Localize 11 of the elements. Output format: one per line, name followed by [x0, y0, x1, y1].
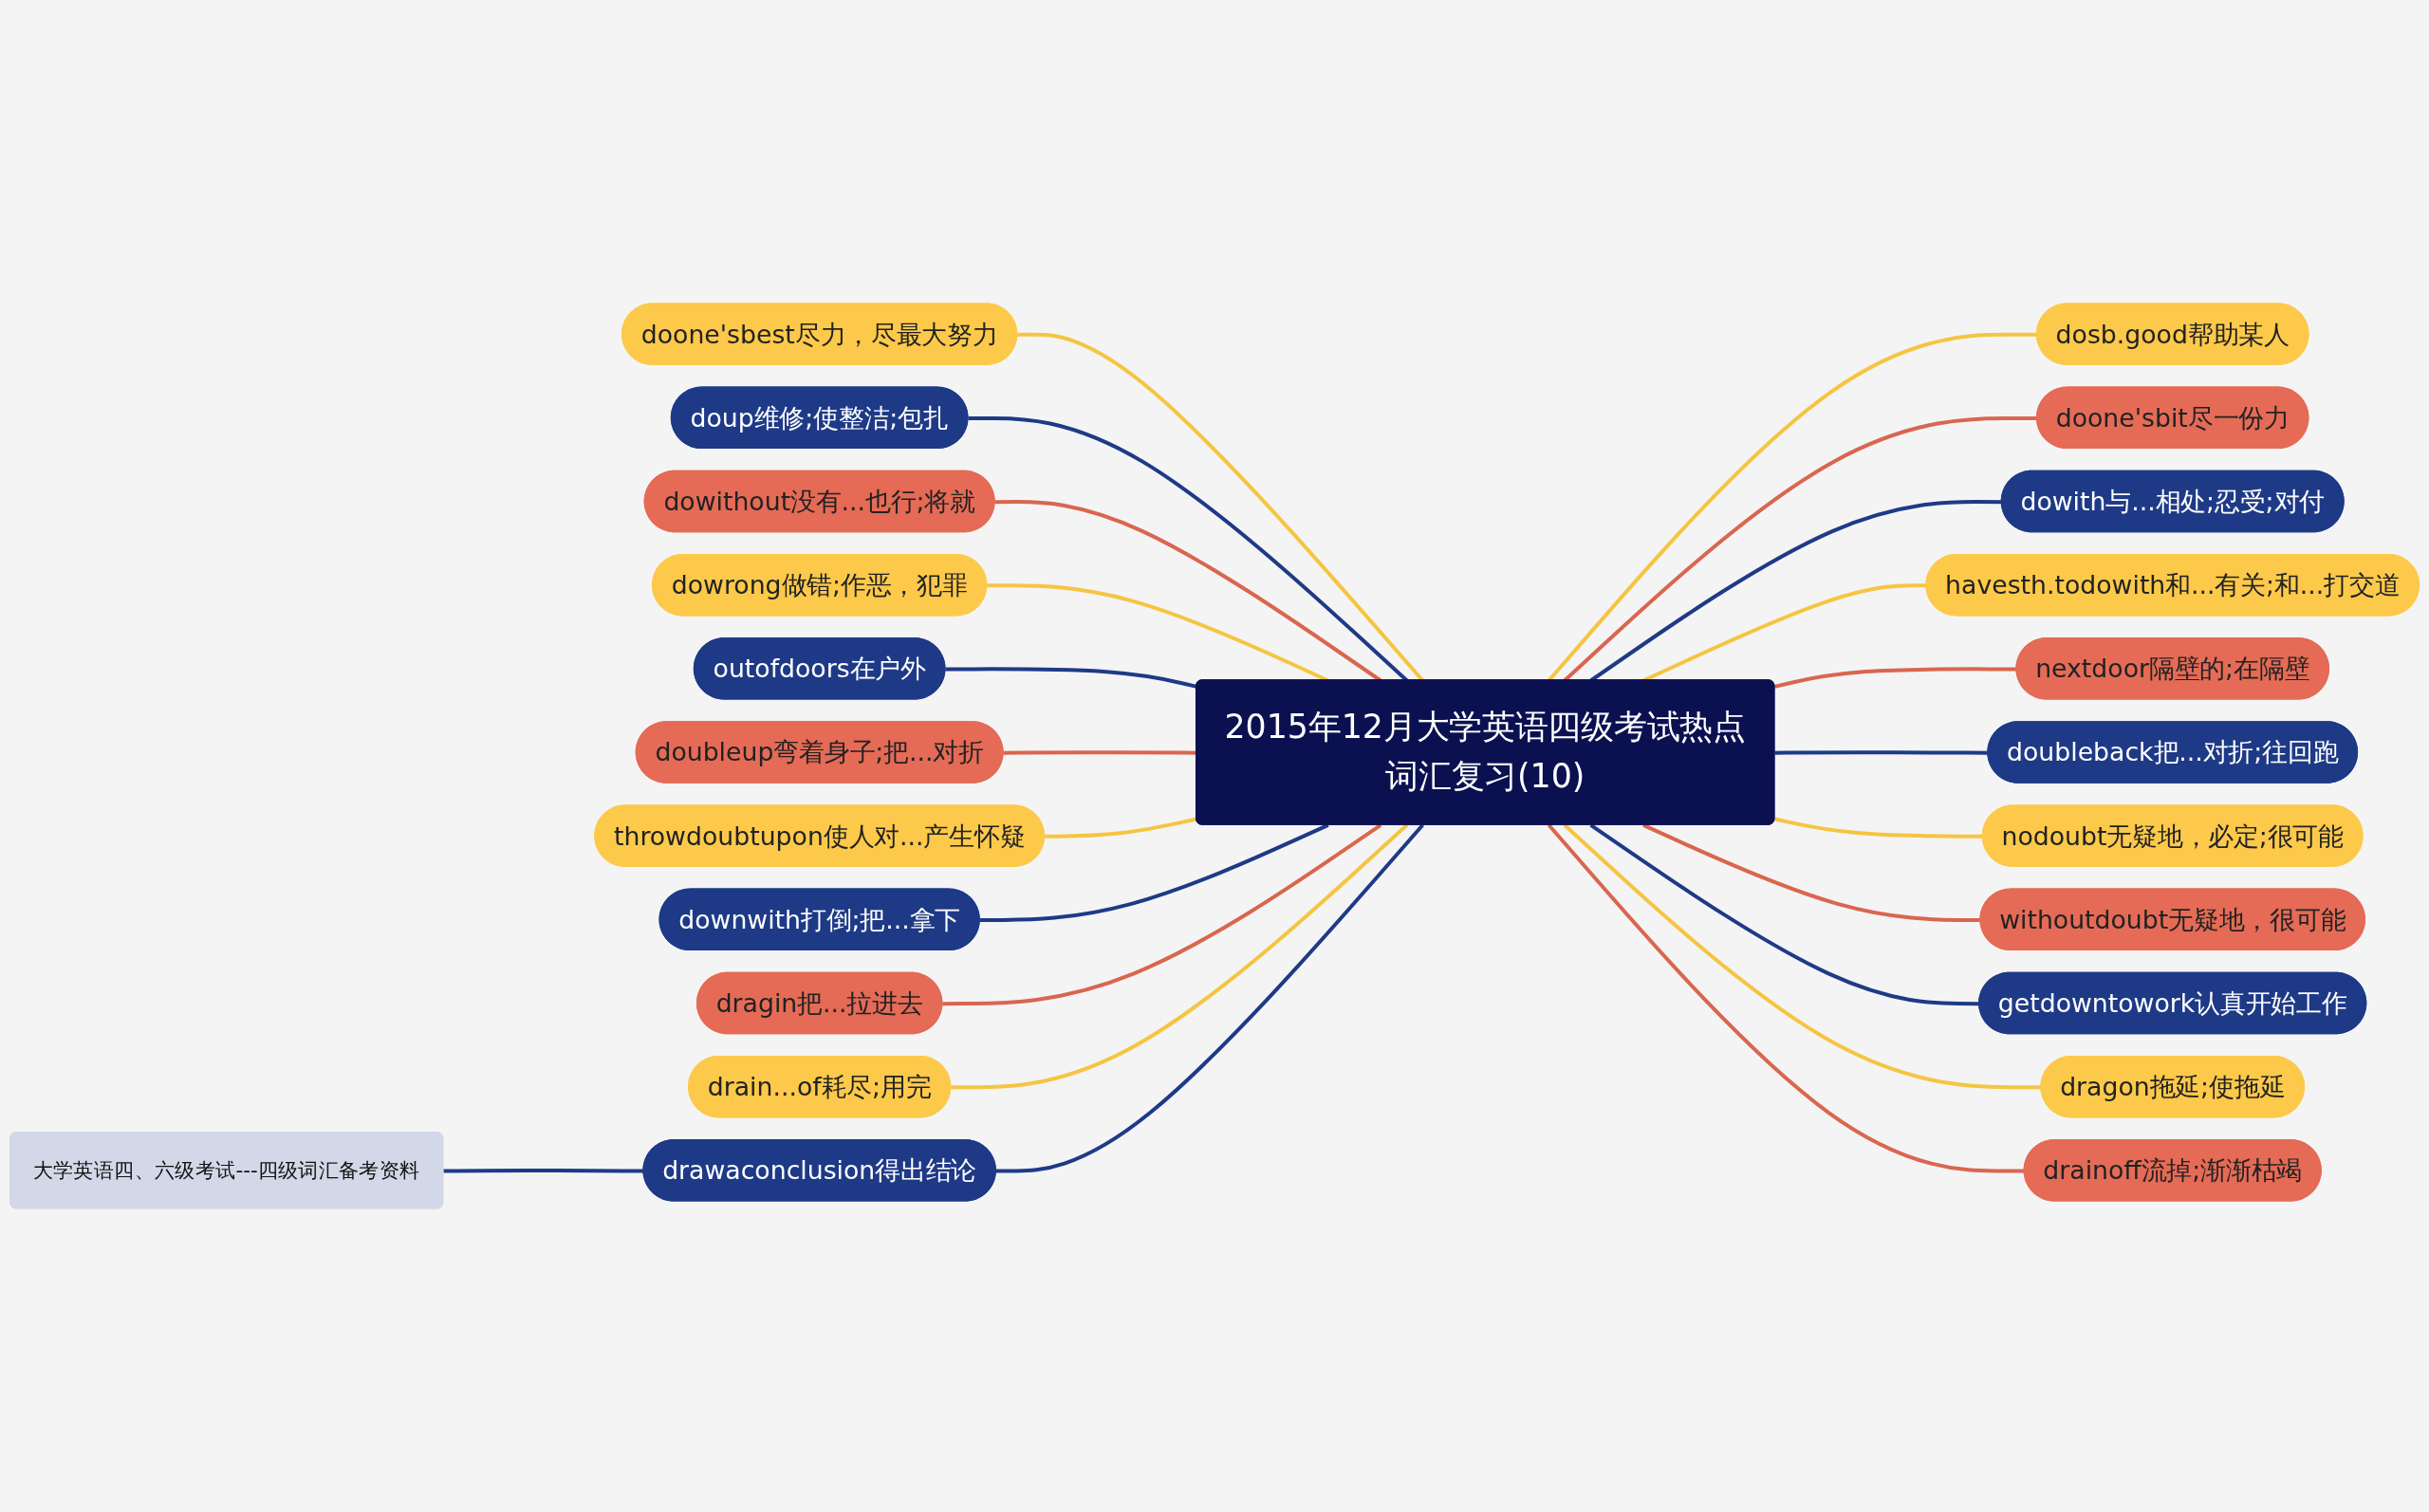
connector [945, 667, 1197, 689]
connector [942, 823, 1382, 1006]
connector [995, 823, 1424, 1173]
connector [951, 823, 1409, 1090]
connector [1045, 817, 1197, 839]
connector [443, 1169, 644, 1173]
connector [1774, 750, 1989, 755]
connector [1773, 667, 2017, 689]
connector [1589, 823, 1980, 1006]
connector [1547, 823, 2025, 1173]
connector [1563, 823, 2042, 1090]
